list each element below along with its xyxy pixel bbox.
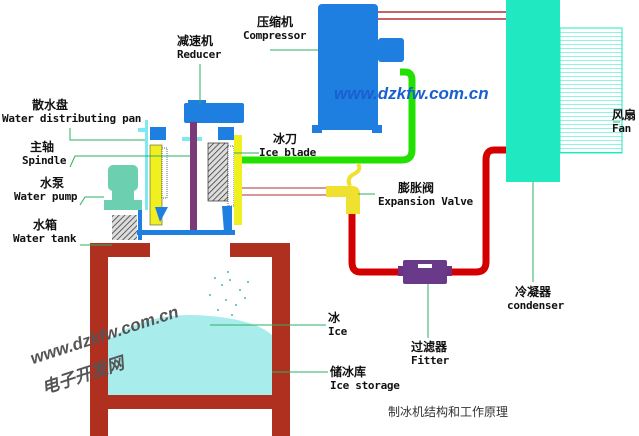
label-compressor-en: Compressor [243, 29, 307, 42]
label-water-pump-en: Water pump [14, 190, 78, 203]
watermark-url-top: www.dzkfw.com.cn [334, 84, 489, 103]
label-water-tank-zh: 水箱 [33, 218, 58, 232]
ice-pile [108, 315, 272, 395]
leader-lines [69, 49, 620, 373]
label-reducer-en: Reducer [177, 48, 222, 61]
ice-storage-bin [90, 243, 290, 436]
label-ice-en: Ice [328, 325, 347, 338]
label-water-pan-en: Water distributing pan [2, 112, 142, 125]
liquid-line [348, 146, 506, 276]
discharge-line [378, 11, 506, 20]
water-tank [112, 215, 137, 240]
label-spindle-zh: 主轴 [30, 140, 55, 154]
filter [398, 260, 452, 284]
label-ice-blade-zh: 冰刀 [273, 132, 298, 146]
ice-maker-evaporator [137, 100, 244, 240]
label-fan-zh: 风扇 [612, 108, 637, 122]
label-expansion-valve-zh: 膨胀阀 [398, 181, 435, 195]
compressor [312, 4, 404, 133]
label-water-tank-en: Water tank [13, 232, 77, 245]
label-compressor-zh: 压缩机 [257, 15, 294, 29]
label-expansion-valve-en: Expansion Valve [378, 195, 473, 208]
falling-ice [209, 271, 249, 316]
water-pump [104, 165, 142, 210]
label-ice-storage-en: Ice storage [330, 379, 400, 392]
label-filter-en: Fitter [411, 354, 449, 367]
expansion-valve [236, 162, 362, 214]
label-spindle-en: Spindle [22, 154, 67, 167]
label-filter-zh: 过滤器 [411, 340, 448, 354]
label-fan-en: Fan [612, 122, 631, 135]
label-condenser-en: condenser [507, 299, 564, 312]
label-reducer-zh: 减速机 [177, 34, 214, 48]
spindle [190, 122, 197, 234]
label-ice-zh: 冰 [328, 311, 341, 325]
diagram-caption: 制冰机结构和工作原理 [388, 405, 509, 419]
label-condenser-zh: 冷凝器 [515, 285, 552, 299]
label-water-pump-zh: 水泵 [40, 176, 65, 190]
condenser [506, 0, 560, 182]
suction-line [236, 68, 416, 164]
label-ice-blade-en: Ice blade [259, 146, 316, 159]
label-ice-storage-zh: 储冰库 [330, 365, 367, 379]
label-water-pan-zh: 散水盘 [32, 98, 69, 112]
